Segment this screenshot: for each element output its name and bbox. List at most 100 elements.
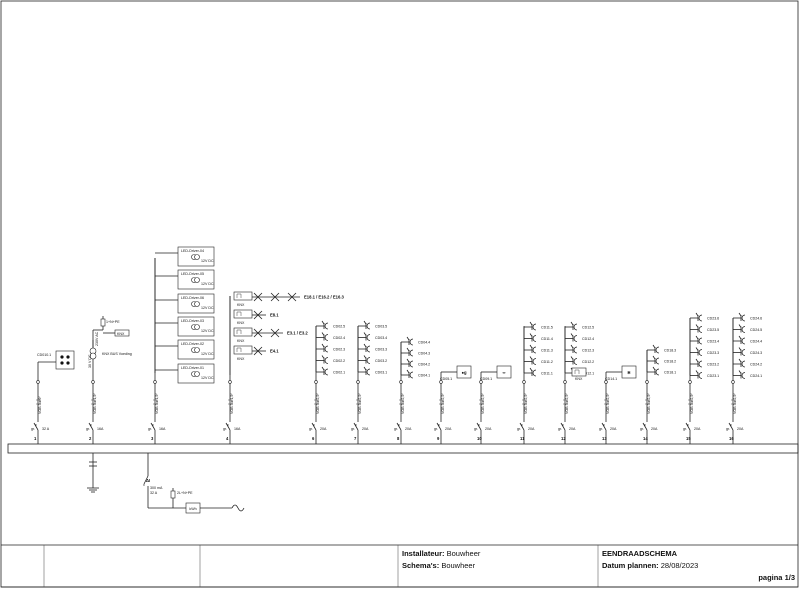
- outlet-icon: [532, 346, 537, 354]
- breaker-rating: 20A: [737, 427, 744, 431]
- socket-outlet: CD02.1: [316, 366, 345, 376]
- outlet-icon: [366, 334, 371, 341]
- socket-outlet: CD11.4: [524, 333, 553, 342]
- circuit-number: 9: [437, 436, 440, 441]
- switch-icon: [236, 329, 242, 334]
- outlet-label: CD24.2: [750, 363, 762, 367]
- breaker-rating: 20A: [445, 427, 452, 431]
- socket-outlet: CD23.3: [690, 347, 719, 356]
- outlet-label: CD11.5: [541, 326, 553, 330]
- outlet-icon: [532, 358, 537, 365]
- switch-box: [233, 327, 253, 337]
- breaker-rating: 16A: [97, 427, 104, 431]
- outlet-icon: [698, 372, 703, 379]
- outlet-label: CD04.1: [418, 374, 430, 378]
- switch-box: [233, 309, 253, 319]
- outlet-icon: [324, 368, 329, 376]
- svg-text:x: x: [644, 423, 646, 427]
- outlet-label: CD03.4: [375, 336, 387, 340]
- knx-box: [114, 329, 130, 337]
- switch-label: KNX: [237, 303, 245, 307]
- breaker-rating: 20A: [528, 427, 535, 431]
- svg-text:gr.: gr.: [351, 427, 355, 431]
- svg-text:gr.: gr.: [474, 427, 478, 431]
- outlet-icon: [741, 360, 746, 368]
- c2-ac: 230V AC: [95, 331, 99, 346]
- socket-outlet: CD12.3: [565, 344, 594, 354]
- svg-text:gr.: gr.: [86, 427, 90, 431]
- earth-connection: [87, 453, 99, 493]
- outlet-icon: [324, 345, 329, 353]
- svg-text:gr.: gr.: [640, 427, 644, 431]
- breaker-switch: [685, 422, 691, 431]
- outlet-icon: [532, 335, 537, 342]
- light-label: E4.1: [270, 349, 279, 354]
- rcd-current: 32 A: [150, 491, 158, 495]
- socket-outlet: CD11.3: [524, 344, 553, 354]
- socket-outlet: CD11.1: [524, 367, 553, 377]
- socket-outlet: CD24.4: [733, 335, 762, 345]
- light-label: E3.1 / E3.2: [287, 331, 308, 336]
- outlet-icon: [741, 372, 746, 379]
- lamp-icon: [270, 292, 280, 302]
- svg-text:Schema's: Bouwheer: Schema's: Bouwheer: [402, 561, 476, 570]
- c2-dc: 30 V DC: [88, 354, 92, 368]
- socket-outlet: CD04.4: [401, 336, 430, 346]
- socket-outlet: CD02.5: [316, 320, 345, 330]
- svg-text:x: x: [603, 423, 605, 427]
- driver-name: LED-Driver-06: [181, 296, 204, 300]
- outlet-icon: [655, 346, 660, 354]
- circuit-number: 13: [602, 436, 607, 441]
- outlet-label: CD02.4: [333, 336, 345, 340]
- outlet-label: CD11.3: [541, 349, 553, 353]
- switch-icon: [236, 347, 242, 352]
- socket-pin-icon: [66, 355, 70, 359]
- breaker-rating: 20A: [405, 427, 412, 431]
- svg-text:x: x: [521, 423, 523, 427]
- outlet-label: CD18.3: [664, 349, 676, 353]
- outlet-label: CD24.5: [750, 328, 762, 332]
- breaker-switch: [601, 422, 607, 431]
- svg-text:gr.: gr.: [148, 427, 152, 431]
- cable-label: VOB 3 x 2,5²: [606, 393, 610, 414]
- svg-text:gr.: gr.: [599, 427, 603, 431]
- svg-text:gr.: gr.: [31, 427, 35, 431]
- cable-label: VOB 3 x 2,5²: [733, 393, 737, 414]
- breaker-rating: 20A: [320, 427, 327, 431]
- switch-row: KNX E18.1 / E16.2 / E16.3: [233, 291, 344, 307]
- lamp-icon: [287, 292, 297, 302]
- breaker-switch: [225, 422, 231, 431]
- appliance-c10: ∞CD09.1: [480, 365, 512, 381]
- breaker-rating: 16A: [234, 427, 241, 431]
- cable-label: VOB 3 x 2,5²: [690, 393, 694, 414]
- schemas-value: Bouwheer: [441, 561, 475, 570]
- socket-outlet: CD24.5: [733, 324, 762, 333]
- light-label: E8.1: [270, 313, 279, 318]
- light-label: E18.1 / E16.2 / E16.3: [304, 295, 344, 300]
- circuit-number: 14: [643, 436, 648, 441]
- outlet-label: CD12.1: [582, 372, 594, 376]
- svg-text:gr.: gr.: [394, 427, 398, 431]
- cable-label: VOB 3 x 2,5²: [316, 393, 320, 414]
- breaker-switch: [728, 422, 734, 431]
- switch-box: [233, 345, 253, 355]
- breaker-switch: [436, 422, 442, 431]
- breaker-switch: [150, 422, 156, 431]
- cable-label: VOB 3 x 2,5²: [647, 393, 651, 414]
- switch-icon: [236, 293, 242, 298]
- outlet-icon: [366, 368, 371, 376]
- circuit-number: 4: [226, 436, 229, 441]
- switch-label: KNX: [237, 339, 245, 343]
- cable-label: VOB 3 x 2,5²: [481, 393, 485, 414]
- outlet-icon: [698, 314, 703, 322]
- svg-text:x: x: [35, 423, 37, 427]
